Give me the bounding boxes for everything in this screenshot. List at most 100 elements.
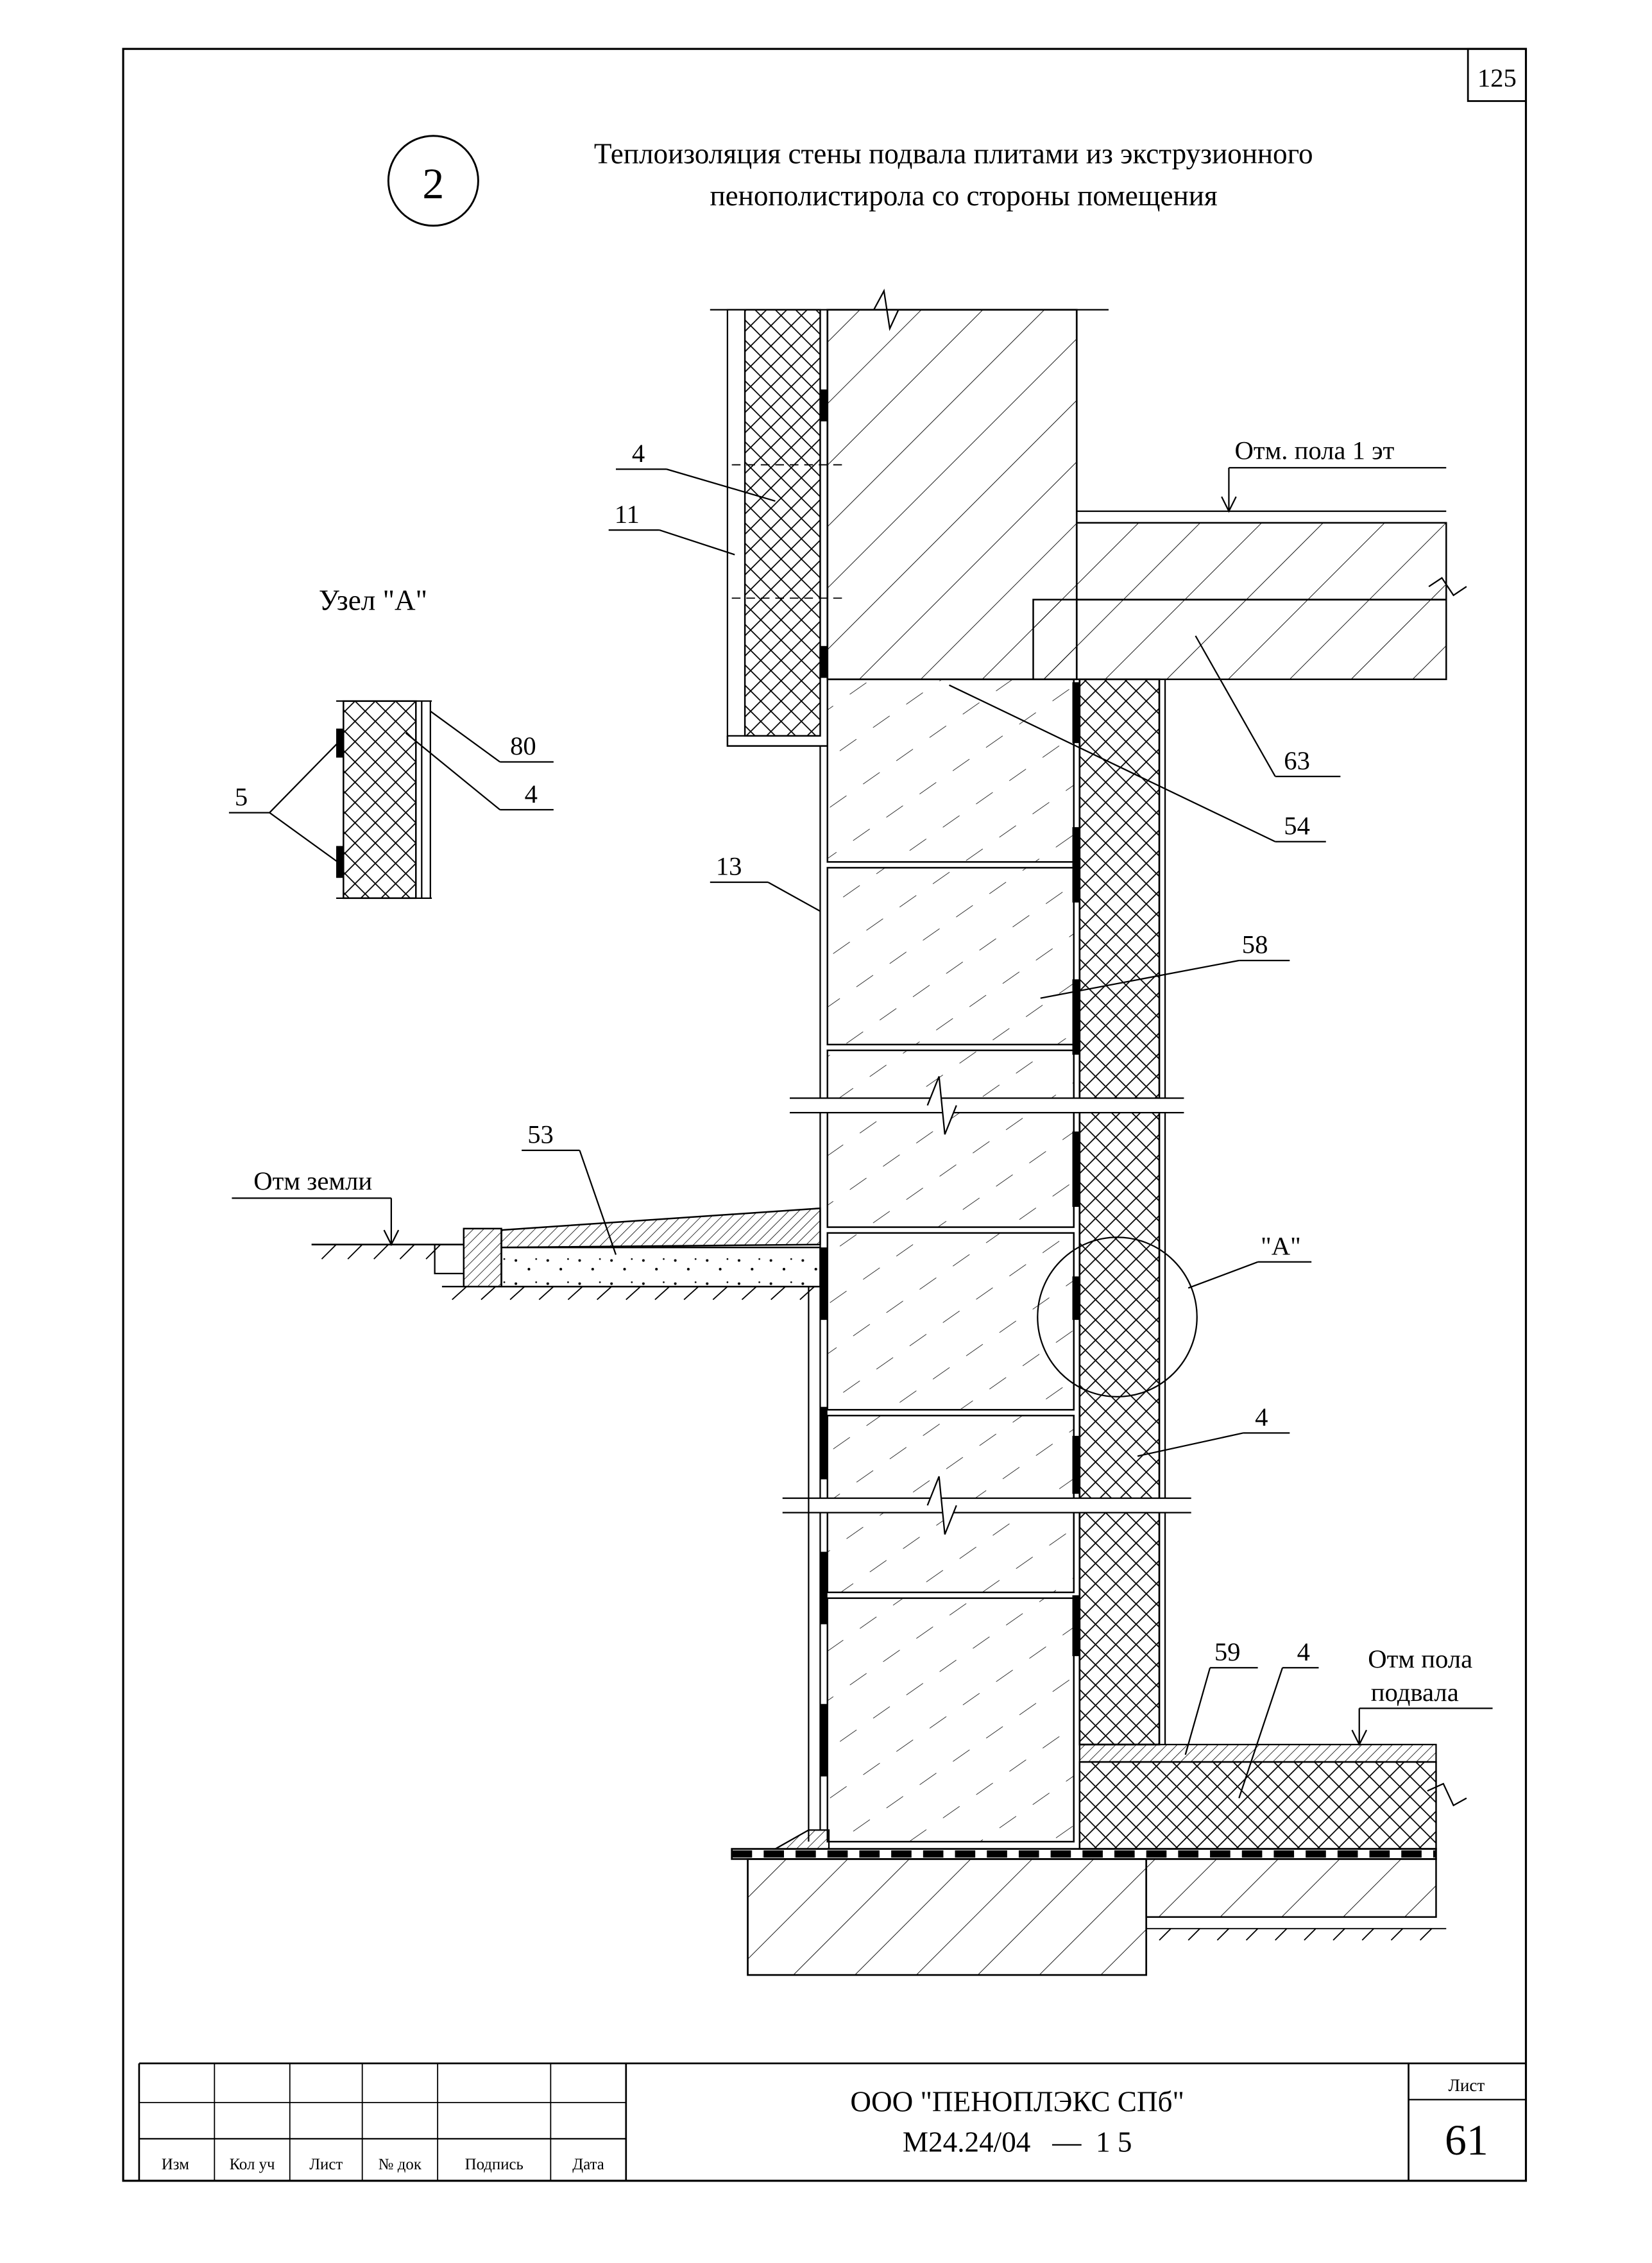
callouts: 4 11 13 54 58 63 53 "А" 4 59 4 bbox=[522, 439, 1341, 1798]
glue-strip bbox=[1072, 682, 1080, 744]
leader-line bbox=[1040, 959, 1239, 999]
leader-line bbox=[430, 710, 500, 763]
wall-block bbox=[826, 867, 1075, 1046]
callout-4-top: 4 bbox=[632, 439, 645, 468]
ground-hatch bbox=[321, 1244, 441, 1260]
leader-line bbox=[666, 468, 776, 502]
glue-strip bbox=[1072, 827, 1080, 903]
floor-break-mark bbox=[1427, 1782, 1467, 1807]
slab-break-mark bbox=[1428, 577, 1467, 597]
glue-strip bbox=[1072, 1435, 1080, 1494]
page-number-box bbox=[1467, 47, 1527, 102]
membrane-fillet bbox=[772, 1829, 830, 1850]
stamp-sheet-number: 61 bbox=[1445, 2116, 1488, 2164]
interior-insulation bbox=[1078, 678, 1161, 1746]
wall-block bbox=[826, 1232, 1075, 1411]
title-line-1: Теплоизоляция стены подвала плитами из э… bbox=[594, 138, 1313, 170]
break-zigzag bbox=[926, 1476, 957, 1535]
basement-level-mark bbox=[1351, 1708, 1368, 1746]
detail-a: Узел "А" 80 4 5 bbox=[228, 584, 554, 900]
insulation-drip-edge bbox=[726, 735, 828, 747]
glue-strip bbox=[336, 728, 344, 758]
basement-wall bbox=[826, 678, 1075, 1843]
title-block: Изм Кол уч Лист № док Подпись Дата ООО "… bbox=[138, 2062, 1526, 2181]
basement-level-label-1: Отм пола bbox=[1368, 1644, 1472, 1673]
stamp-sheet-label: Лист bbox=[1449, 2076, 1485, 2095]
floor-1-level-mark bbox=[1221, 467, 1237, 513]
blind-area-concrete bbox=[500, 1207, 821, 1249]
wall-block bbox=[826, 1597, 1075, 1843]
glue-strip bbox=[820, 1551, 828, 1625]
glue-strip bbox=[1072, 1595, 1080, 1657]
detail-block bbox=[343, 700, 417, 900]
glue-strip bbox=[820, 1247, 828, 1320]
node-number-circle bbox=[387, 135, 479, 227]
leader-line bbox=[767, 882, 821, 912]
basement-level-label-2: подвала bbox=[1371, 1678, 1459, 1707]
stamp-column-label: Изм bbox=[162, 2156, 189, 2173]
floor-slab bbox=[1076, 522, 1447, 601]
detail-a-title: Узел "А" bbox=[319, 584, 427, 616]
glue-strip bbox=[820, 1406, 828, 1480]
detail-a-circle bbox=[1037, 1236, 1198, 1397]
leader-line bbox=[269, 812, 338, 863]
stamp-document-code: М24.24/04 — 1 5 bbox=[903, 2126, 1132, 2158]
callout-63: 63 bbox=[1284, 746, 1310, 775]
break-band bbox=[790, 1098, 1184, 1113]
glue-strip bbox=[1072, 1276, 1080, 1320]
node-number: 2 bbox=[422, 160, 444, 208]
leader-line bbox=[405, 732, 500, 810]
wall-block bbox=[826, 1049, 1075, 1228]
curb-stone bbox=[463, 1227, 502, 1288]
glue-strips bbox=[820, 682, 1080, 1777]
subgrade-hatch bbox=[452, 1286, 815, 1301]
ground-level-label: Отм земли bbox=[253, 1166, 372, 1195]
break-band bbox=[782, 1498, 1191, 1513]
floor-slab-bearing bbox=[1032, 599, 1447, 681]
glue-strip bbox=[820, 1704, 828, 1777]
upper-exterior-insulation bbox=[744, 309, 821, 737]
leader-line bbox=[1238, 1667, 1284, 1798]
callout-54: 54 bbox=[1284, 811, 1310, 840]
ground-to-blind-area bbox=[434, 1244, 464, 1274]
sheet-frame bbox=[122, 47, 1528, 2182]
foundation-footing bbox=[747, 1858, 1148, 1976]
stamp-column-label: Дата bbox=[572, 2156, 604, 2173]
detail-label-4: 4 bbox=[525, 780, 538, 808]
leader-line bbox=[1195, 635, 1276, 777]
wall-block bbox=[826, 678, 1075, 863]
leader-line bbox=[1184, 1667, 1211, 1755]
upper-render-layer bbox=[726, 309, 746, 737]
blind-area-base bbox=[500, 1246, 821, 1288]
slab-subgrade bbox=[1146, 1927, 1447, 1941]
glue-strip bbox=[1072, 979, 1080, 1055]
page-number: 125 bbox=[1477, 64, 1517, 92]
callout-4-bottom: 4 bbox=[1297, 1637, 1310, 1666]
leader-line bbox=[579, 1150, 617, 1255]
stamp-column-label: № док bbox=[379, 2156, 422, 2173]
detail-label-5: 5 bbox=[235, 782, 248, 811]
glue-strip bbox=[336, 846, 344, 878]
title-line-2: пенополистирола со стороны помещения bbox=[710, 180, 1217, 212]
break-zigzag bbox=[926, 1076, 957, 1135]
callout-11: 11 bbox=[615, 500, 640, 529]
callout-59: 59 bbox=[1214, 1637, 1241, 1666]
leader-line bbox=[659, 529, 735, 556]
leader-line bbox=[1137, 1432, 1244, 1457]
leader-line bbox=[269, 742, 339, 814]
glue-strip bbox=[820, 645, 828, 678]
callout-detail-a: "А" bbox=[1261, 1231, 1301, 1260]
callout-4-mid: 4 bbox=[1255, 1403, 1268, 1431]
floor-insulation bbox=[1078, 1761, 1437, 1850]
ground-level-mark bbox=[383, 1198, 400, 1247]
stamp-column-label: Подпись bbox=[465, 2156, 524, 2173]
stamp-organization: ООО "ПЕНОПЛЭКС СПб" bbox=[850, 2085, 1184, 2117]
floor-1-level-label: Отм. пола 1 эт bbox=[1234, 436, 1394, 465]
floor-screed bbox=[1078, 1743, 1437, 1763]
stamp-column-label: Кол уч bbox=[230, 2156, 275, 2173]
callout-58: 58 bbox=[1242, 930, 1268, 959]
glue-strip bbox=[1072, 1131, 1080, 1207]
detail-label-80: 80 bbox=[510, 731, 536, 760]
stamp-column-label: Лист bbox=[309, 2156, 343, 2173]
